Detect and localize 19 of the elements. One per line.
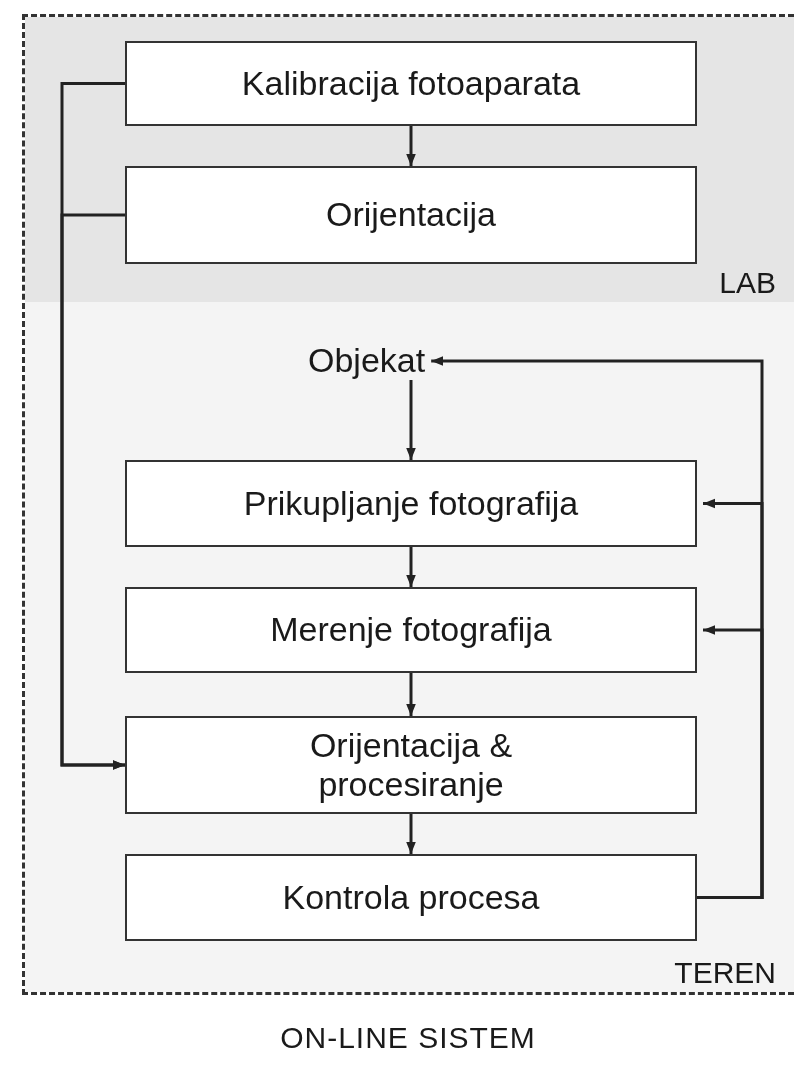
node-label: Objekat (308, 342, 426, 380)
arrow (406, 673, 416, 716)
zone-label: TEREN (674, 958, 776, 988)
zone-label: LAB (719, 268, 776, 298)
arrow (406, 814, 416, 854)
process-box: Merenje fotografija (125, 587, 697, 673)
process-box: Kalibracija fotoaparata (125, 41, 697, 126)
arrow (697, 625, 764, 899)
zone-band (25, 17, 794, 302)
process-box: Kontrola procesa (125, 854, 697, 941)
system-caption: ON-LINE SISTEM (279, 1023, 537, 1053)
arrow (406, 380, 416, 460)
process-box: Orijentacija & procesiranje (125, 716, 697, 814)
process-box: Prikupljanje fotografija (125, 460, 697, 547)
arrow (406, 547, 416, 587)
arrow (406, 126, 416, 166)
arrow (60, 213, 125, 770)
zone-band (25, 302, 794, 992)
process-box: Orijentacija (125, 166, 697, 264)
